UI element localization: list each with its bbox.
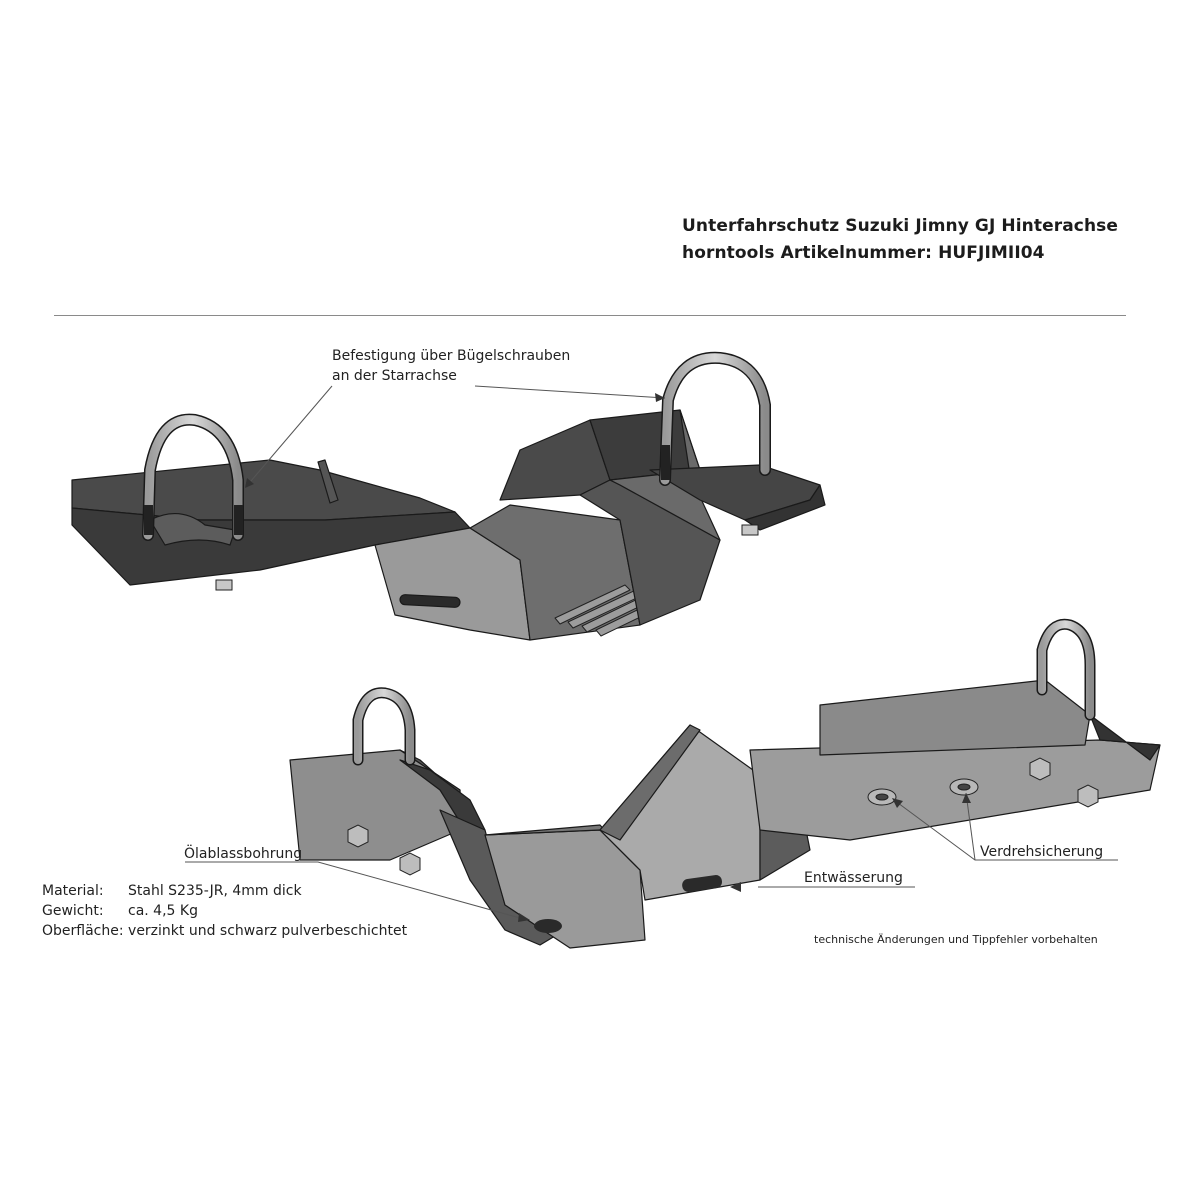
- left-end-top: [289, 749, 461, 861]
- callout-drainage: Entwässerung: [804, 870, 903, 886]
- spec-surface-value: verzinkt und schwarz pulverbeschichtet: [128, 923, 408, 939]
- article-number: horntools Artikelnummer: HUFJIMII04: [682, 243, 1045, 263]
- u-bolt-right: [659, 351, 771, 486]
- right-long-plate-raised: [819, 679, 1091, 756]
- skid-plate-top-view: [71, 409, 826, 641]
- callout-mount-line2: an der Starrachse: [332, 368, 457, 384]
- drainage-slot: [682, 875, 723, 892]
- spec-weight-label: Gewicht:: [42, 903, 104, 919]
- nuts-top-view: [215, 524, 759, 591]
- callout-anti-twist: Verdrehsicherung: [980, 844, 1104, 860]
- header-divider: [54, 315, 1126, 316]
- disclaimer: technische Änderungen und Tippfehler vor…: [814, 933, 1098, 946]
- spec-material: Material: Stahl S235-JR, 4mm dick: [42, 883, 302, 899]
- leader-lines: [185, 385, 1118, 919]
- spec-surface: Oberfläche: verzinkt und schwarz pulverb…: [42, 923, 407, 939]
- rising-box-left: [599, 724, 701, 841]
- u-bolt-left: [142, 413, 244, 541]
- left-saddle: [149, 513, 236, 546]
- right-long-plate-edge: [1089, 714, 1161, 761]
- spec-weight: Gewicht: ca. 4,5 Kg: [42, 903, 198, 919]
- center-slot: [399, 594, 461, 608]
- leader-arrowheads: [245, 393, 971, 922]
- spec-material-label: Material:: [42, 883, 104, 899]
- product-title: Unterfahrschutz Suzuki Jimny GJ Hinterac…: [682, 216, 1118, 236]
- anti-twist-bosses: [867, 778, 979, 806]
- nuts-bottom-view: [347, 757, 1099, 876]
- callout-drain-plug: Ölablassbohrung: [184, 846, 303, 862]
- left-wing-plate: [71, 459, 456, 521]
- spec-weight-value: ca. 4,5 Kg: [128, 903, 198, 919]
- drain-plug-hole: [534, 919, 562, 933]
- skid-plate-bottom-view: [289, 679, 1161, 949]
- mount-tab: [317, 459, 339, 504]
- callout-mount-line1: Befestigung über Bügelschrauben: [332, 348, 571, 364]
- u-bolt-bottom-right: [1036, 618, 1096, 721]
- spec-material-value: Stahl S235-JR, 4mm dick: [128, 883, 302, 899]
- spec-surface-label: Oberfläche:: [42, 923, 124, 939]
- u-bolt-bottom-left: [352, 687, 416, 766]
